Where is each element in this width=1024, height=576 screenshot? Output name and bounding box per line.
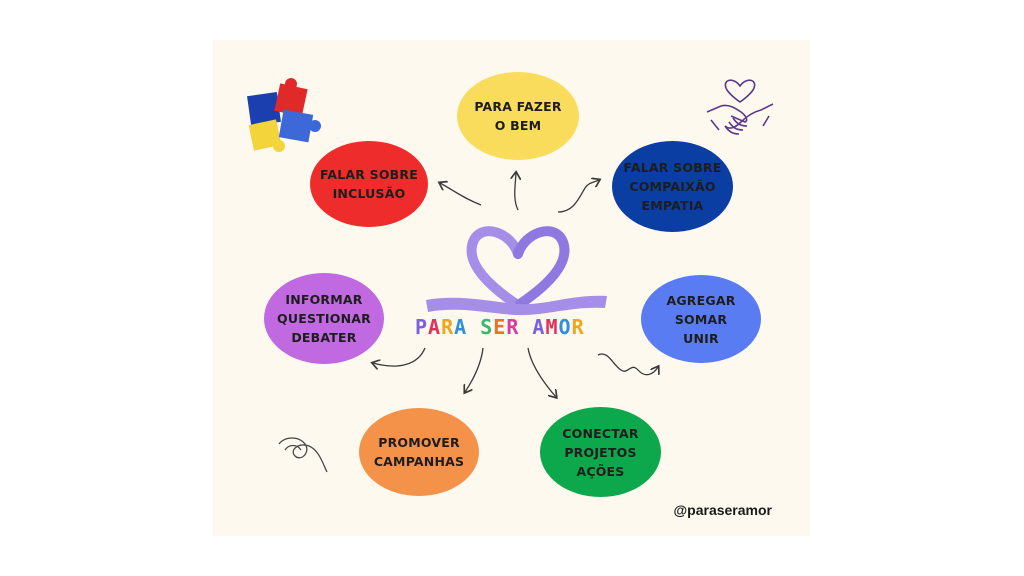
node-para-fazer-o-bem: PARA FAZER O BEM	[457, 72, 579, 160]
arrows-layer	[213, 40, 810, 536]
title-letter: R	[506, 315, 520, 339]
node-falar-sobre-compaixao: FALAR SOBRE COMPAIXÃO EMPATIA	[612, 141, 733, 232]
title-letter: A	[454, 315, 468, 339]
ribbon-heart-icon	[426, 226, 607, 316]
title-letter: M	[545, 315, 559, 339]
squiggle-icon	[278, 437, 328, 473]
node-promover-campanhas: PROMOVER CAMPANHAS	[359, 408, 479, 496]
title-letter: R	[441, 315, 455, 339]
arrow-to-informar	[373, 347, 426, 366]
title-letter: P	[415, 315, 429, 339]
node-informar-questionar-debater: INFORMAR QUESTIONAR DEBATER	[264, 273, 384, 364]
title-letter: S	[480, 315, 494, 339]
center-title: PARA SER AMOR	[415, 315, 585, 339]
title-letter: E	[493, 315, 507, 339]
arrow-to-agregar	[597, 353, 658, 376]
social-handle: @paraseramor	[673, 502, 772, 518]
node-conectar-projetos-acoes: CONECTAR PROJETOS AÇÕES	[540, 407, 661, 497]
puzzle-pieces-icon	[247, 78, 321, 152]
handshake-heart-icon	[706, 79, 774, 135]
title-letter: O	[558, 315, 572, 339]
node-falar-sobre-inclusao: FALAR SOBRE INCLUSÃO	[310, 141, 428, 227]
title-letter: R	[571, 315, 585, 339]
mind-map-card: PARA FAZER O BEM FALAR SOBRE INCLUSÃO FA…	[213, 40, 810, 536]
arrow-to-promover	[465, 347, 484, 392]
title-letter	[467, 315, 480, 339]
arrow-to-inclusao	[440, 183, 482, 206]
arrow-to-compaixao	[557, 180, 599, 213]
title-letter	[519, 315, 532, 339]
title-letter: A	[532, 315, 546, 339]
title-letter: A	[428, 315, 442, 339]
arrow-to-fazer-bem	[515, 173, 518, 211]
arrow-to-conectar	[527, 347, 556, 397]
node-agregar-somar-unir: AGREGAR SOMAR UNIR	[641, 275, 761, 363]
